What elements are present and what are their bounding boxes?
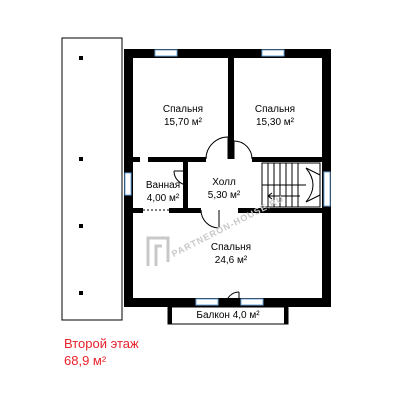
room-name: Спальня [210,242,252,253]
floor-total-area: 68,9 м² [64,353,107,368]
interior-walls [133,58,322,213]
room-label-bathroom: Ванная 4,00 м² [138,179,188,205]
floor-name: Второй этаж [64,336,139,351]
room-name: Спальня [162,104,204,115]
balcony [167,306,289,325]
roof-marker [79,224,83,228]
windows [124,49,331,306]
window-bedroom-bottom-left [195,298,219,306]
floor-caption: Второй этаж 68,9 м² [64,335,139,369]
window-bedroom-right [261,49,285,57]
room-area: 15,30 м² [255,117,294,128]
window-bedroom-bottom-right [240,298,264,306]
balcony-label: Балкон 4,0 м² [180,309,276,322]
room-area: 24,6 м² [214,255,248,266]
door-swing-bedroom-bottom [200,209,220,229]
window-stairs [323,171,331,207]
balcony-label-text: Балкон 4,0 м² [196,310,260,321]
doors [143,136,253,306]
door-swing-bedroom-right [233,140,253,160]
room-area: 5,30 м² [207,190,241,201]
roof-marker [79,157,83,161]
window-bedroom-left [154,49,178,57]
roof-marker [79,56,83,60]
room-area: 15,70 м² [163,117,202,128]
door-swing-bathroom [173,170,189,186]
room-label-bedroom-right: Спальня 15,30 м² [240,103,310,129]
room-label-bedroom-bottom: Спальня 24,6 м² [196,241,266,267]
staircase [261,162,321,208]
room-name: Холл [212,177,236,188]
roof-strip [61,37,123,321]
room-name: Спальня [254,104,296,115]
door-swing-balcony [225,291,240,306]
room-name: Ванная [145,180,181,191]
window-bathroom [124,172,132,196]
watermark-logo [146,236,170,266]
room-label-bedroom-left: Спальня 15,70 м² [148,103,218,129]
room-area: 4,00 м² [146,193,180,204]
room-label-hall: Холл 5,30 м² [196,176,252,202]
roof-marker [79,291,83,295]
door-swing-bedroom-left [205,136,229,160]
